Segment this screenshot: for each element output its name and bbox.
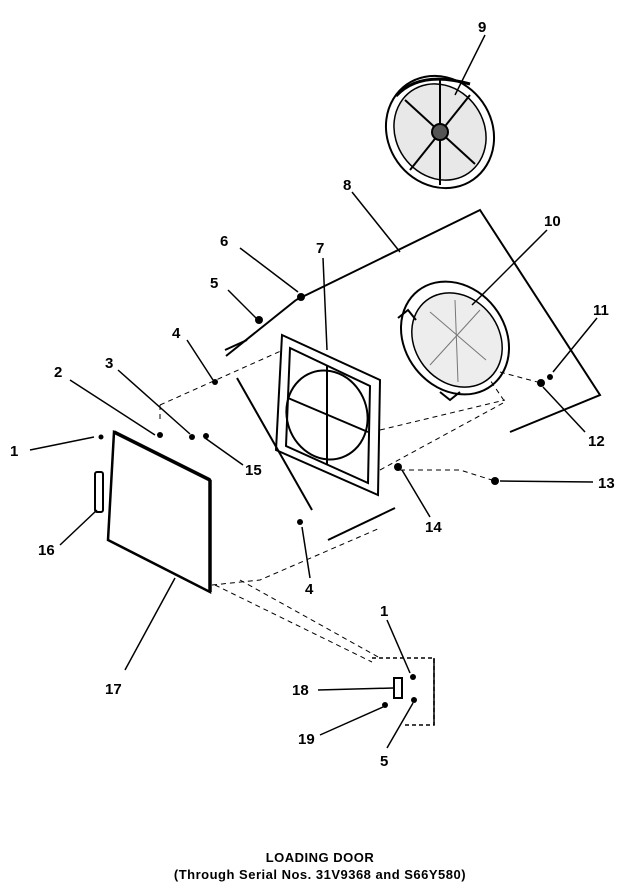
- callouts: 1 2 3 4 5 6 7 8 9 10 11 12 13 14 15 16 1…: [10, 19, 615, 770]
- part-8-panel-outline: [225, 208, 602, 433]
- callout-2: 2: [54, 364, 62, 381]
- bracket-lines: [224, 339, 396, 541]
- callout-7: 7: [316, 240, 324, 257]
- assembly-lines: [159, 349, 542, 663]
- callout-12: 12: [588, 433, 605, 450]
- callout-6: 6: [220, 233, 228, 250]
- callout-4b: 4: [305, 581, 314, 598]
- callout-15: 15: [245, 462, 262, 479]
- hinge-detail: [372, 657, 435, 726]
- part-17-door-panel: [106, 430, 212, 595]
- part-7-door-frame: [274, 333, 382, 497]
- callout-16: 16: [38, 542, 55, 559]
- callout-10: 10: [544, 213, 561, 230]
- callout-8: 8: [343, 177, 351, 194]
- callout-5: 5: [210, 275, 218, 292]
- part-9-grille: [384, 74, 496, 190]
- part-16-handle: [94, 471, 104, 513]
- callout-13: 13: [598, 475, 615, 492]
- diagram-subtitle: (Through Serial Nos. 31V9368 and S66Y580…: [173, 867, 467, 882]
- callout-5b: 5: [380, 753, 388, 770]
- callout-14: 14: [425, 519, 442, 536]
- hardware-parts: [98, 293, 553, 708]
- part-10-filter: [397, 280, 511, 402]
- callout-17: 17: [105, 681, 122, 698]
- diagram-title: LOADING DOOR: [265, 850, 375, 865]
- callout-19: 19: [298, 731, 315, 748]
- callout-3: 3: [105, 355, 113, 372]
- callout-9: 9: [478, 19, 486, 36]
- callout-1b: 1: [380, 603, 388, 620]
- callout-4: 4: [172, 325, 181, 342]
- leader-lines: [29, 34, 598, 749]
- callout-11: 11: [593, 302, 609, 319]
- callout-18: 18: [292, 682, 309, 699]
- callout-1: 1: [10, 443, 18, 460]
